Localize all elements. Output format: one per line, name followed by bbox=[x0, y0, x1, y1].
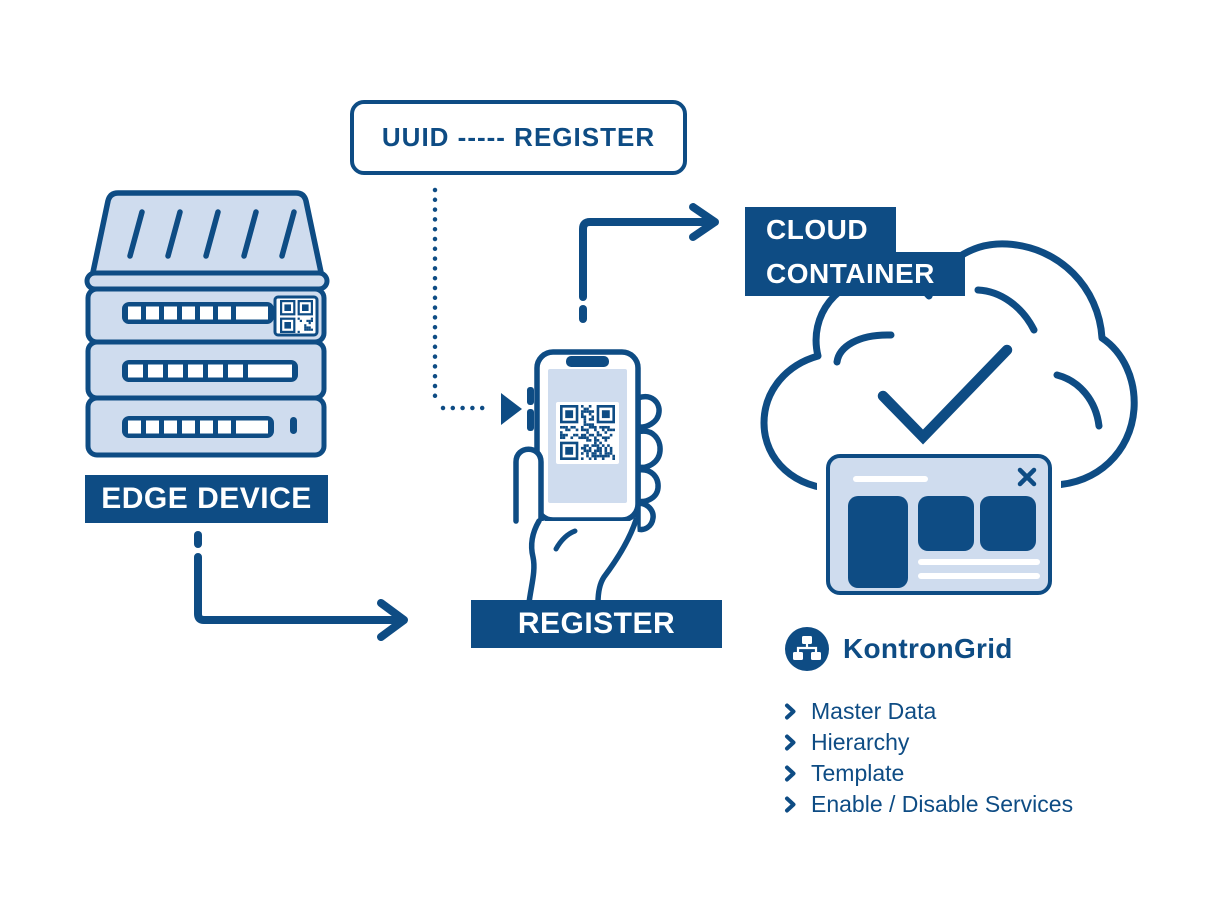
list-item: Hierarchy bbox=[784, 727, 1073, 758]
phone-in-hand-illustration bbox=[513, 349, 663, 606]
phone-notch bbox=[566, 356, 609, 367]
hand-fingers bbox=[635, 394, 663, 533]
cloud-inner-arcs bbox=[833, 286, 1103, 430]
feature-label: Template bbox=[811, 760, 905, 786]
list-item: Enable / Disable Services bbox=[784, 789, 1073, 820]
cloud-banner-line1: CLOUD bbox=[745, 207, 896, 252]
chevron-bullet-icon bbox=[785, 765, 796, 782]
register-banner: REGISTER bbox=[471, 600, 722, 648]
checkmark-icon bbox=[877, 344, 1013, 445]
chevron-bullet-icon bbox=[785, 734, 796, 751]
container-label: CONTAINER bbox=[766, 258, 935, 289]
server-lid-vents bbox=[127, 209, 297, 259]
feature-label: Enable / Disable Services bbox=[811, 791, 1074, 817]
window-text-line bbox=[918, 559, 1040, 565]
phone-side-button bbox=[527, 409, 534, 431]
edge-device-label: EDGE DEVICE bbox=[101, 482, 312, 515]
edge-device-illustration bbox=[84, 190, 330, 458]
hand-palm bbox=[526, 517, 642, 606]
hand-thumb bbox=[513, 446, 544, 524]
feature-label: Master Data bbox=[811, 698, 937, 724]
list-item: Template bbox=[784, 758, 1073, 789]
uuid-register-box: UUID ----- REGISTER bbox=[350, 100, 687, 175]
uuid-to-phone-dotted-arrow bbox=[432, 187, 522, 425]
chevron-bullet-icon bbox=[785, 703, 796, 720]
edge-device-banner: EDGE DEVICE bbox=[85, 475, 328, 523]
features-list: Master Data Hierarchy Template Enable / … bbox=[784, 696, 1073, 820]
window-tile-small bbox=[980, 496, 1036, 551]
list-item: Master Data bbox=[784, 696, 1073, 727]
window-tile-large bbox=[848, 496, 908, 588]
brand-name: KontronGrid bbox=[843, 633, 1013, 664]
close-icon bbox=[1017, 467, 1037, 487]
window-tile-small bbox=[918, 496, 974, 551]
qr-code-icon bbox=[560, 405, 615, 460]
server-front-vent bbox=[122, 302, 298, 438]
chevron-bullet-icon bbox=[785, 796, 796, 813]
cloud-icon bbox=[760, 240, 1138, 493]
edge-to-register-arrow bbox=[194, 531, 408, 641]
brand-row: KontronGrid bbox=[784, 626, 1013, 672]
phone-to-cloud-arrow bbox=[579, 203, 719, 323]
qr-code-icon bbox=[280, 300, 313, 333]
window-text-line bbox=[918, 573, 1040, 579]
uuid-register-label: UUID ----- REGISTER bbox=[381, 122, 656, 152]
cloud-banner-line2: CONTAINER bbox=[745, 252, 965, 296]
phone-side-button bbox=[527, 387, 534, 405]
network-hierarchy-icon bbox=[785, 627, 829, 671]
dashboard-window bbox=[826, 454, 1052, 595]
window-title-line bbox=[853, 476, 928, 482]
feature-label: Hierarchy bbox=[811, 729, 910, 755]
register-label: REGISTER bbox=[517, 607, 676, 640]
cloud-label: CLOUD bbox=[766, 213, 869, 245]
